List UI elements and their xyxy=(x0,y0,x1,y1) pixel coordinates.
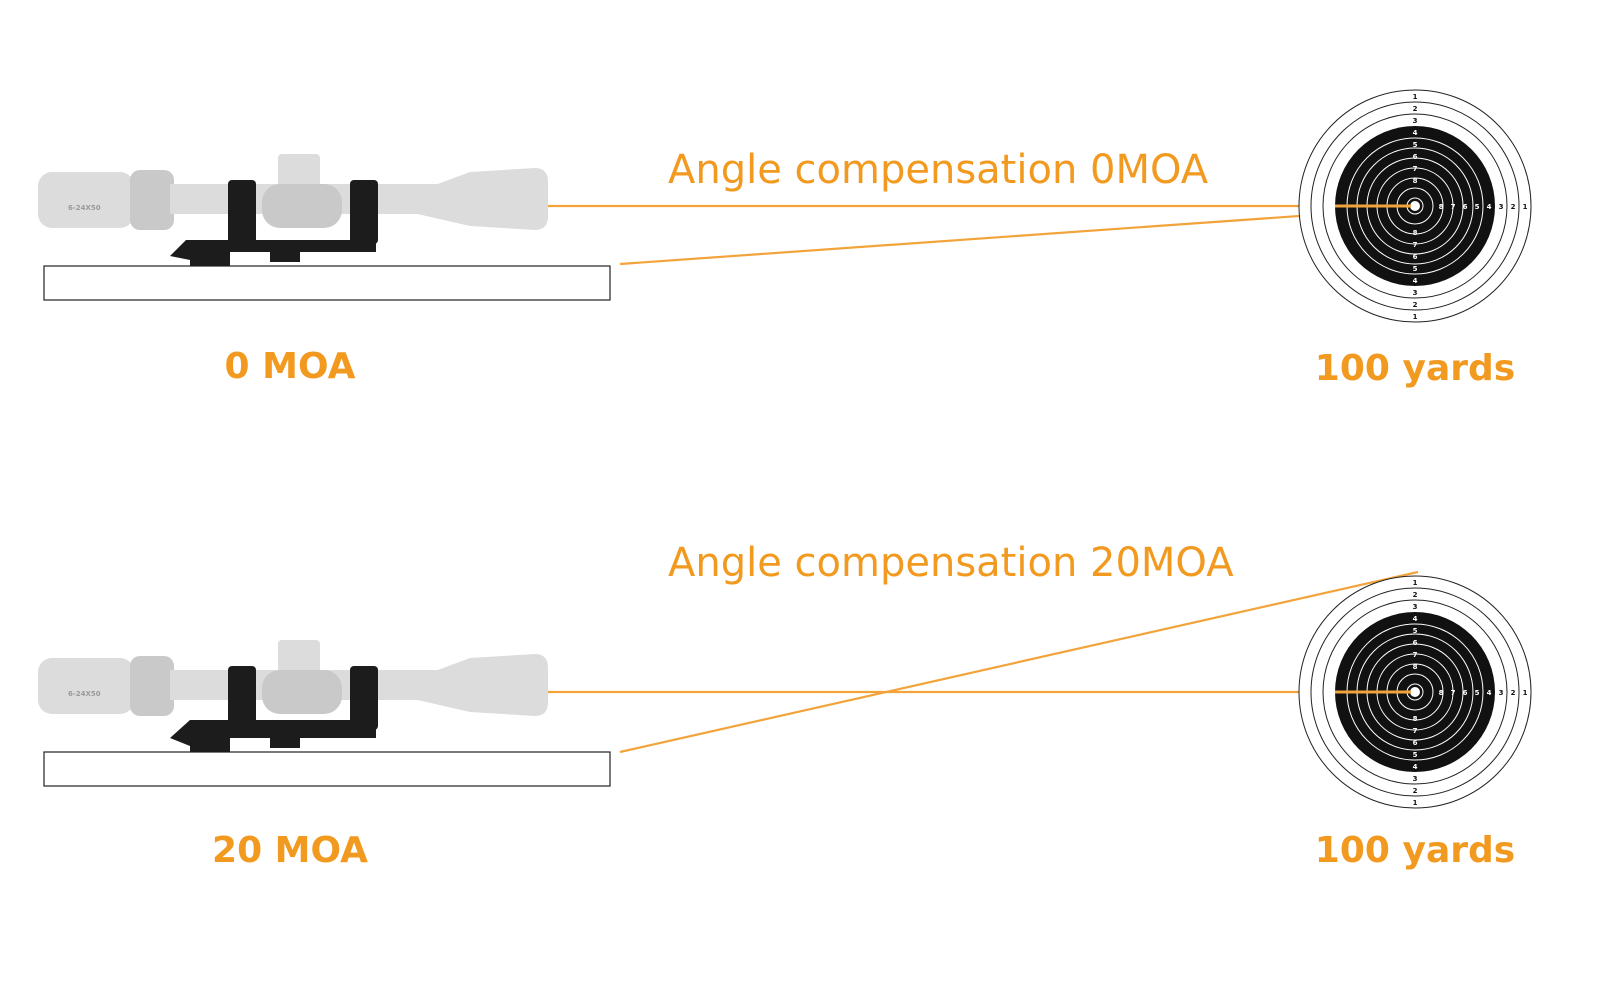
target-ring-number: 6 xyxy=(1413,639,1418,647)
target-ring-number: 4 xyxy=(1413,277,1418,285)
rail-base-0moa xyxy=(43,265,611,301)
target-ring-number: 4 xyxy=(1487,689,1492,697)
scope-marking: 6-24X50 xyxy=(68,204,101,212)
scope-ring-front xyxy=(228,666,256,730)
distance-label-0moa: 100 yards xyxy=(1315,348,1515,389)
target-ring-number: 3 xyxy=(1413,117,1418,125)
target-bullseye xyxy=(1410,201,1420,211)
rifle-scope-0moa: 6-24X50 xyxy=(38,154,548,266)
target-ring-number: 6 xyxy=(1463,689,1468,697)
rifle-scope-20moa: 6-24X50 xyxy=(38,640,548,752)
mount-label-20moa: 20 MOA xyxy=(212,830,368,871)
target-ring-number: 7 xyxy=(1413,241,1418,249)
target-ring-number: 5 xyxy=(1413,141,1418,149)
target-ring-number: 3 xyxy=(1499,689,1504,697)
target-ring-number: 4 xyxy=(1413,129,1418,137)
target-ring-number: 6 xyxy=(1463,203,1468,211)
target-ring-number: 8 xyxy=(1413,715,1418,723)
target-ring-number: 7 xyxy=(1451,689,1456,697)
target-ring-number: 5 xyxy=(1413,751,1418,759)
target-ring-number: 1 xyxy=(1413,579,1418,587)
target-ring-number: 2 xyxy=(1413,591,1418,599)
target-ring-number: 6 xyxy=(1413,253,1418,261)
target-ring-number: 1 xyxy=(1523,689,1528,697)
target-ring-number: 6 xyxy=(1413,153,1418,161)
target-ring-number: 7 xyxy=(1413,727,1418,735)
target-ring-number: 2 xyxy=(1511,203,1516,211)
target-ring-number: 2 xyxy=(1413,787,1418,795)
target-ring-number: 7 xyxy=(1413,165,1418,173)
target-ring-number: 7 xyxy=(1413,651,1418,659)
barrel-line-0moa xyxy=(619,206,1413,266)
target-ring-number: 8 xyxy=(1413,663,1418,671)
target-ring-number: 8 xyxy=(1439,689,1444,697)
target-ring-number: 5 xyxy=(1475,689,1480,697)
target-ring-number: 1 xyxy=(1413,313,1418,321)
target-ring-number: 2 xyxy=(1511,689,1516,697)
barrel-line-20moa xyxy=(619,570,1419,754)
target-ring-number: 8 xyxy=(1413,229,1418,237)
distance-label-20moa: 100 yards xyxy=(1315,830,1515,871)
target-ring-number: 7 xyxy=(1451,203,1456,211)
panel-0moa: Angle compensation 0MOA 6-24X50 11122233… xyxy=(38,89,1532,389)
target-ring-number: 8 xyxy=(1413,177,1418,185)
target-ring-number: 1 xyxy=(1413,799,1418,807)
target-ring-number: 4 xyxy=(1413,615,1418,623)
target-ring-number: 4 xyxy=(1413,763,1418,771)
target-ring-number: 3 xyxy=(1413,775,1418,783)
title-20moa: Angle compensation 20MOA xyxy=(668,540,1234,586)
scope-ring-front xyxy=(228,180,256,244)
scope-ring-rear xyxy=(350,180,378,244)
target-ring-number: 2 xyxy=(1413,301,1418,309)
target-ring-number: 2 xyxy=(1413,105,1418,113)
target-ring-number: 1 xyxy=(1413,93,1418,101)
target-ring-number: 4 xyxy=(1487,203,1492,211)
target-ring-number: 1 xyxy=(1523,203,1528,211)
scope-turret xyxy=(278,154,320,188)
target-ring-number: 6 xyxy=(1413,739,1418,747)
target-ring-number: 3 xyxy=(1413,603,1418,611)
target-ring-number: 3 xyxy=(1499,203,1504,211)
target-ring-number: 5 xyxy=(1413,627,1418,635)
mount-label-0moa: 0 MOA xyxy=(225,346,356,387)
cantilever-mount xyxy=(170,240,376,266)
scope-marking: 6-24X50 xyxy=(68,690,101,698)
scope-ring-rear xyxy=(350,666,378,730)
target-ring-number: 5 xyxy=(1475,203,1480,211)
title-0moa: Angle compensation 0MOA xyxy=(668,147,1209,193)
scope-turret xyxy=(278,640,320,674)
target-bullseye xyxy=(1410,687,1420,697)
target-ring-number: 3 xyxy=(1413,289,1418,297)
target-ring-number: 5 xyxy=(1413,265,1418,273)
panel-20moa: Angle compensation 20MOA 6-24X50 1112223… xyxy=(38,540,1532,871)
cantilever-mount xyxy=(170,720,376,752)
rail-base-20moa xyxy=(43,751,611,787)
scope-eyepiece xyxy=(38,172,134,228)
target-ring-number: 8 xyxy=(1439,203,1444,211)
